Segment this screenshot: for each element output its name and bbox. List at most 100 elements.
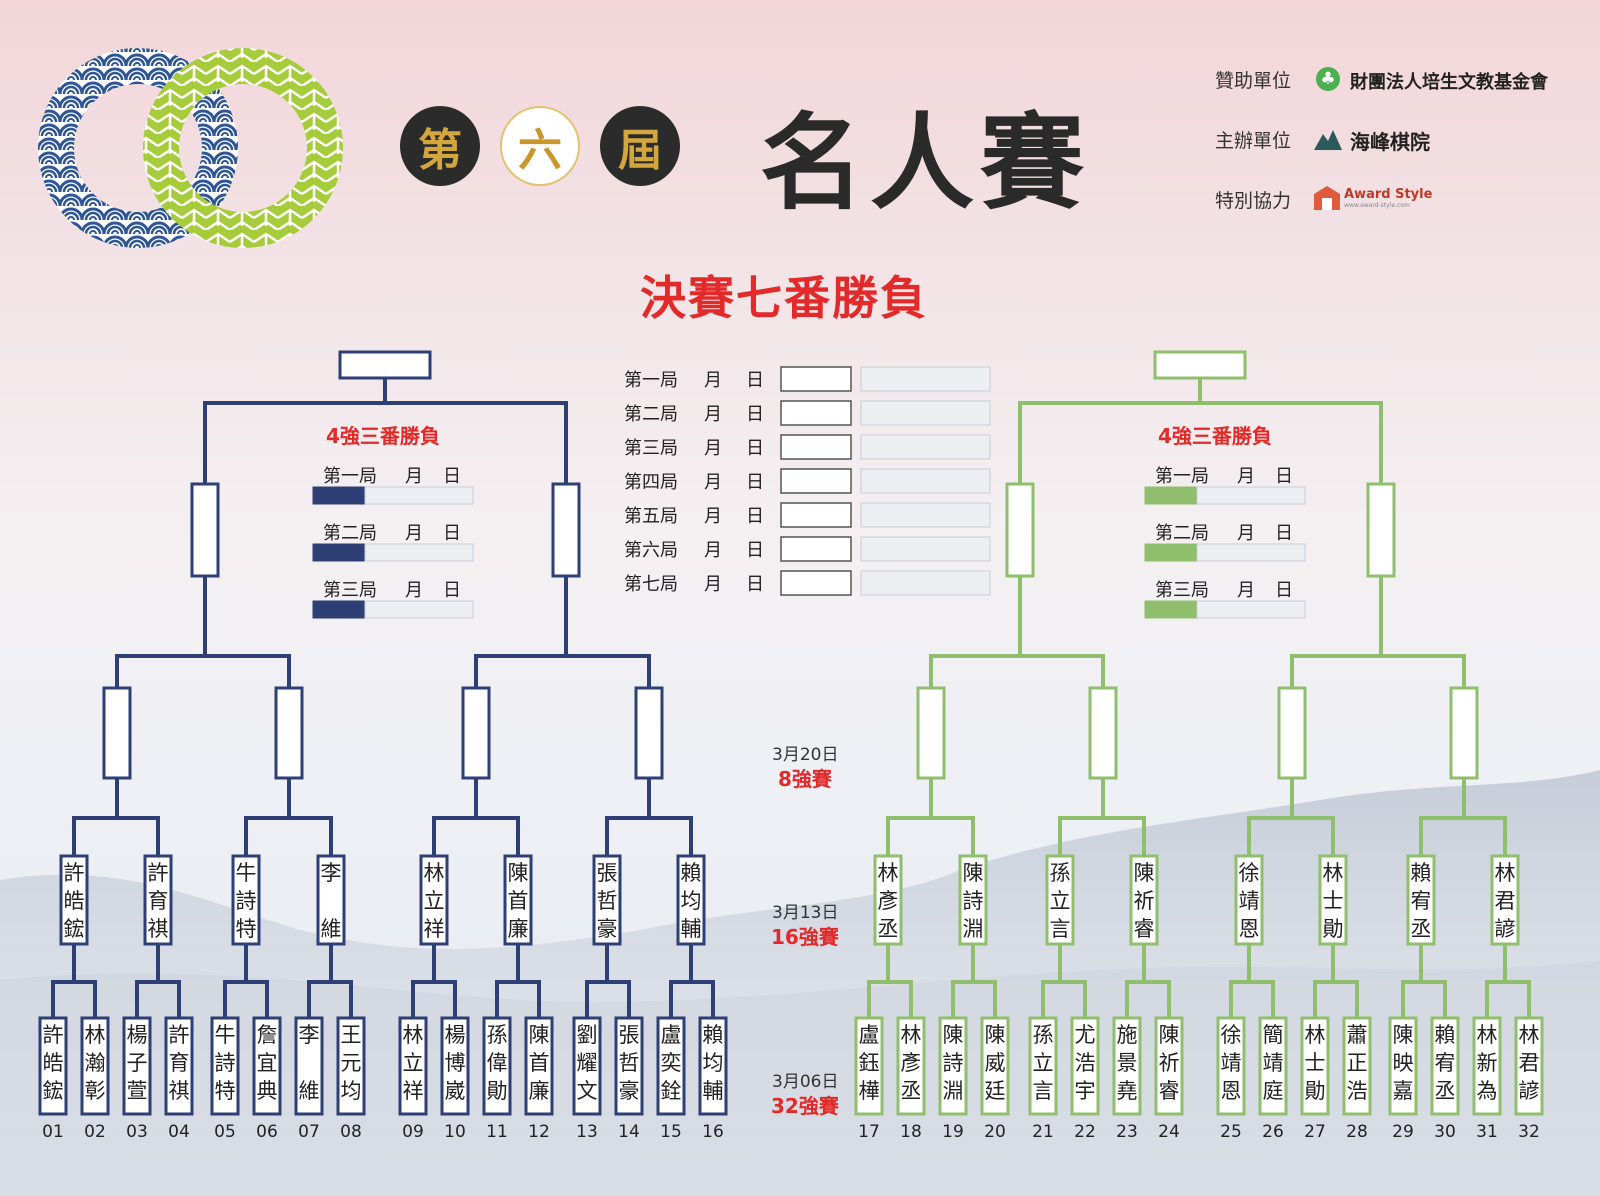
- final-score-track: [860, 502, 991, 528]
- round-date: 3月13日: [772, 903, 839, 923]
- round32-box: [252, 1016, 282, 1116]
- semifinal-box: [190, 482, 220, 578]
- final-title: 決賽七番勝負: [640, 271, 928, 325]
- semifinal-game: 第三局: [323, 580, 377, 601]
- seed-number: 15: [660, 1122, 682, 1142]
- round16-player: 孫 立 言: [1049, 861, 1071, 941]
- round32-player: 陳 首 廉: [528, 1023, 550, 1103]
- round16-box: [1406, 854, 1436, 946]
- round32-box: [938, 1016, 968, 1116]
- quarterfinal-box: [461, 686, 491, 780]
- seed-number: 16: [702, 1122, 724, 1142]
- organizer-name: 海峰棋院: [1350, 130, 1430, 154]
- final-score-track: [860, 366, 991, 392]
- round32-player: 盧 奕 銓: [660, 1023, 682, 1103]
- event-logo: [38, 48, 343, 248]
- semifinal-score-track: [1196, 600, 1306, 619]
- round32-box: [614, 1016, 644, 1116]
- final-score-box: [780, 400, 852, 426]
- day-label: 日: [746, 404, 764, 425]
- round16-player: 林 君 諺: [1494, 861, 1516, 941]
- semifinal-score-track: [1196, 486, 1306, 505]
- clover-icon: ♣: [1316, 67, 1340, 91]
- semifinal-box: [1005, 482, 1035, 578]
- month-label: 月: [1237, 466, 1255, 487]
- round-label: 16強賽: [771, 925, 839, 949]
- seed-number: 19: [942, 1122, 964, 1142]
- round16-box: [316, 854, 346, 946]
- round32-player: 徐 靖 恩: [1220, 1023, 1242, 1103]
- round-label: 8強賽: [778, 767, 832, 791]
- seed-number: 11: [486, 1122, 508, 1142]
- semifinal-game: 第二局: [1155, 523, 1209, 544]
- round16-box: [676, 854, 706, 946]
- month-label: 月: [704, 540, 722, 561]
- round32-player: 劉 耀 文: [576, 1023, 598, 1103]
- day-label: 日: [443, 523, 461, 544]
- round16-player: 李 維: [320, 861, 342, 941]
- round32-player: 林 新 為: [1476, 1023, 1498, 1103]
- round32-player: 林 君 諺: [1518, 1023, 1540, 1103]
- day-label: 日: [1275, 523, 1293, 544]
- round32-player: 許 育 祺: [168, 1023, 190, 1103]
- quarterfinal-box: [916, 686, 946, 780]
- final-game: 第三局: [624, 438, 678, 459]
- round32-player: 林 立 祥: [402, 1023, 424, 1103]
- edition-char-3: 屆: [600, 106, 680, 186]
- round16-box: [419, 854, 449, 946]
- round32-player: 施 景 堯: [1116, 1023, 1138, 1103]
- final-game: 第七局: [624, 574, 678, 595]
- final-score-box: [780, 468, 852, 494]
- round32-player: 詹 宜 典: [256, 1023, 278, 1103]
- round32-player: 蕭 正 浩: [1346, 1023, 1368, 1103]
- month-label: 月: [405, 580, 423, 601]
- round16-player: 賴 均 輔: [680, 861, 702, 941]
- round32-box: [524, 1016, 554, 1116]
- semifinal-game: 第一局: [1155, 466, 1209, 487]
- round16-box: [1318, 854, 1348, 946]
- final-game: 第二局: [624, 404, 678, 425]
- round16-player: 徐 靖 恩: [1238, 861, 1260, 941]
- day-label: 日: [746, 506, 764, 527]
- seed-number: 04: [168, 1122, 190, 1142]
- semifinal-box: [551, 482, 581, 578]
- month-label: 月: [704, 506, 722, 527]
- round16-box: [1045, 854, 1075, 946]
- sponsor-name: 財團法人培生文教基金會: [1350, 72, 1548, 93]
- seed-number: 13: [576, 1122, 598, 1142]
- semifinal-label: 4強三番勝負: [326, 424, 440, 448]
- round32-box: [656, 1016, 686, 1116]
- month-label: 月: [1237, 523, 1255, 544]
- seed-number: 30: [1434, 1122, 1456, 1142]
- semifinal-game: 第二局: [323, 523, 377, 544]
- seed-number: 23: [1116, 1122, 1138, 1142]
- seed-number: 17: [858, 1122, 880, 1142]
- seed-number: 31: [1476, 1122, 1498, 1142]
- finalist-box: [1153, 350, 1247, 380]
- final-game: 第一局: [624, 370, 678, 391]
- seed-number: 24: [1158, 1122, 1180, 1142]
- finalist-box: [338, 350, 432, 380]
- page-title: 名人賽: [760, 101, 1091, 224]
- month-label: 月: [704, 574, 722, 595]
- quarterfinal-box: [1449, 686, 1479, 780]
- round32-player: 盧 鈺 樺: [858, 1023, 880, 1103]
- quarterfinal-box: [274, 686, 304, 780]
- round16-box: [958, 854, 988, 946]
- semifinal-score-track: [1196, 543, 1306, 562]
- seed-number: 05: [214, 1122, 236, 1142]
- sponsor-label: 贊助單位: [1215, 70, 1292, 92]
- round32-player: 陳 威 廷: [984, 1023, 1006, 1103]
- final-score-box: [780, 536, 852, 562]
- partner-url: www.award-style.com: [1344, 202, 1410, 209]
- round32-player: 楊 子 萱: [126, 1023, 148, 1103]
- final-score-track: [860, 468, 991, 494]
- final-score-track: [860, 570, 991, 596]
- month-label: 月: [704, 438, 722, 459]
- seed-number: 26: [1262, 1122, 1284, 1142]
- final-score-box: [780, 502, 852, 528]
- month-label: 月: [704, 404, 722, 425]
- quarterfinal-box: [634, 686, 664, 780]
- semifinal-game: 第三局: [1155, 580, 1209, 601]
